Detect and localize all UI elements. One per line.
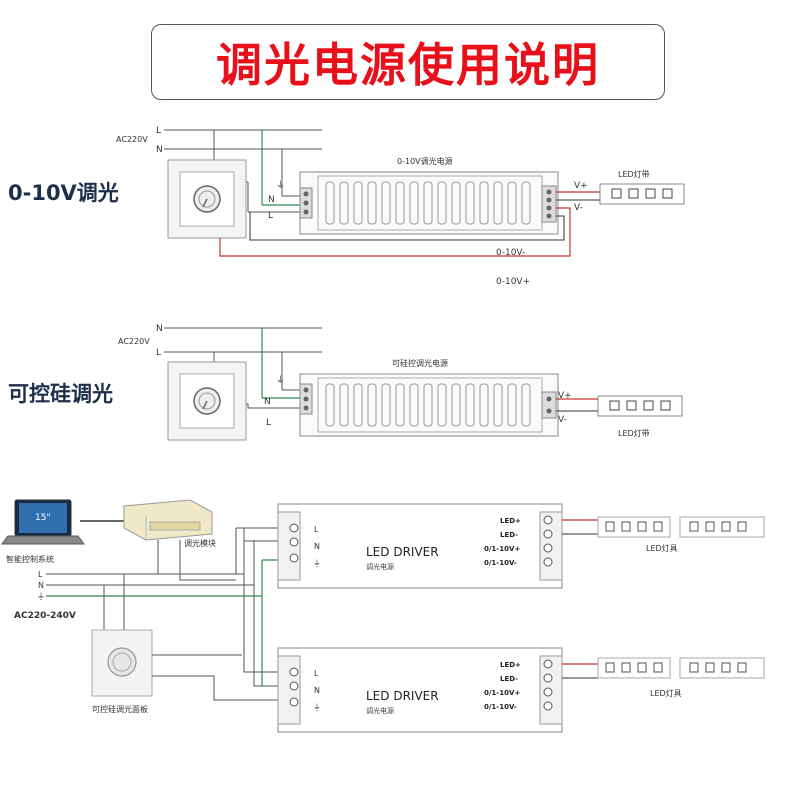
s2-ac-label: AC220V — [118, 337, 150, 346]
s1-line-N-label: N — [156, 145, 163, 155]
s1-driver-label: 0-10V调光电源 — [397, 156, 453, 166]
s1-terminal-N: N — [268, 195, 275, 205]
ac-N-label: N — [38, 581, 44, 590]
s1-terminal-earth: ⏚ — [276, 180, 285, 191]
driver1-strip-label: LED灯具 — [646, 543, 678, 553]
panel-label: 可控硅调光面板 — [92, 704, 148, 714]
s1-ac-label: AC220V — [116, 135, 148, 144]
driver2-out2: LED- — [500, 675, 518, 683]
s1-out-vplus: V+ — [574, 181, 588, 191]
ac-L-label: L — [38, 570, 43, 579]
driver2-in-E: ⏚ — [313, 703, 321, 712]
s1-out-vminus: V- — [574, 203, 583, 213]
s1-terminal-L: L — [268, 211, 273, 221]
title-box: 调光电源使用说明 — [151, 24, 665, 100]
s1-wire-ctrl-minus — [249, 212, 565, 241]
driver2-sub: 调光电源 — [366, 706, 394, 715]
section2-diagram: AC220V N L ⏚ N L 可硅控调光电源 — [118, 324, 683, 441]
driver1-out1: LED+ — [500, 517, 521, 525]
s1-ctrl-minus-label: 0-10V- — [496, 248, 525, 258]
s2-terminal-L: L — [266, 418, 271, 428]
s1-driver-fins — [325, 181, 531, 225]
s2-driver-body — [299, 373, 559, 437]
driver1 — [277, 503, 563, 589]
driver1-in-E: ⏚ — [313, 559, 321, 568]
driver2-strip-label: LED灯具 — [650, 688, 682, 698]
driver1-title: LED DRIVER — [366, 545, 439, 559]
driver2-in-L: L — [314, 669, 319, 678]
s1-led-strip — [599, 183, 685, 205]
s2-out-vplus: V+ — [558, 391, 572, 401]
section1-label: 0-10V调光 — [8, 181, 119, 205]
s2-driver-fins — [325, 383, 531, 427]
s1-line-L-label: L — [156, 126, 161, 136]
s2-strip-label: LED灯带 — [618, 428, 650, 438]
s1-strip-label: LED灯带 — [618, 169, 650, 179]
ac-E-label: ⏚ — [37, 592, 45, 601]
driver1-out4: 0/1-10V- — [484, 559, 517, 567]
s2-terminal-N: N — [264, 397, 271, 407]
scr-panel — [91, 629, 153, 697]
driver2-strip-a — [597, 657, 671, 679]
ac-voltage-label: AC220-240V — [14, 611, 76, 621]
driver2-out1: LED+ — [500, 661, 521, 669]
s2-line-N-label: N — [156, 324, 163, 334]
driver2-out3: 0/1-10V+ — [484, 689, 520, 697]
driver1-strip-a — [597, 516, 671, 538]
laptop-label: 智能控制系统 — [6, 554, 54, 564]
driver2 — [277, 647, 563, 733]
dimming-module-icon — [123, 499, 213, 541]
driver1-in-L: L — [314, 525, 319, 534]
module-label: 调光模块 — [184, 538, 216, 548]
section2-label: 可控硅调光 — [8, 382, 113, 406]
s2-output-terminals — [541, 391, 557, 419]
driver1-sub: 调光电源 — [366, 562, 394, 571]
s2-led-strip — [597, 395, 683, 417]
section3-diagram: 15" 智能控制系统 调光模块 L N ⏚ AC220-240V 可控硅调光面板 — [1, 499, 765, 733]
driver2-in-N: N — [314, 686, 320, 695]
driver1-out3: 0/1-10V+ — [484, 545, 520, 553]
s2-driver-label: 可硅控调光电源 — [392, 358, 448, 368]
laptop-screen-text: 15" — [35, 513, 51, 523]
driver1-out2: LED- — [500, 531, 518, 539]
s1-wire-ctrl-plus — [219, 207, 571, 257]
s2-line-L-label: L — [156, 348, 161, 358]
driver1-in-N: N — [314, 542, 320, 551]
s1-output-terminals — [541, 185, 557, 223]
section1-diagram: AC220V L N ⏚ N L 0-10V调光电源 — [116, 126, 685, 287]
s2-terminal-earth: ⏚ — [276, 375, 285, 386]
driver2-out4: 0/1-10V- — [484, 703, 517, 711]
driver2-title: LED DRIVER — [366, 689, 439, 703]
s1-driver-body — [299, 171, 559, 235]
s1-ctrl-plus-label: 0-10V+ — [496, 277, 530, 287]
s2-out-vminus: V- — [558, 415, 567, 425]
panel-knob-icon — [107, 647, 137, 677]
laptop-icon: 15" — [1, 499, 85, 545]
page-title: 调光电源使用说明 — [216, 38, 600, 92]
